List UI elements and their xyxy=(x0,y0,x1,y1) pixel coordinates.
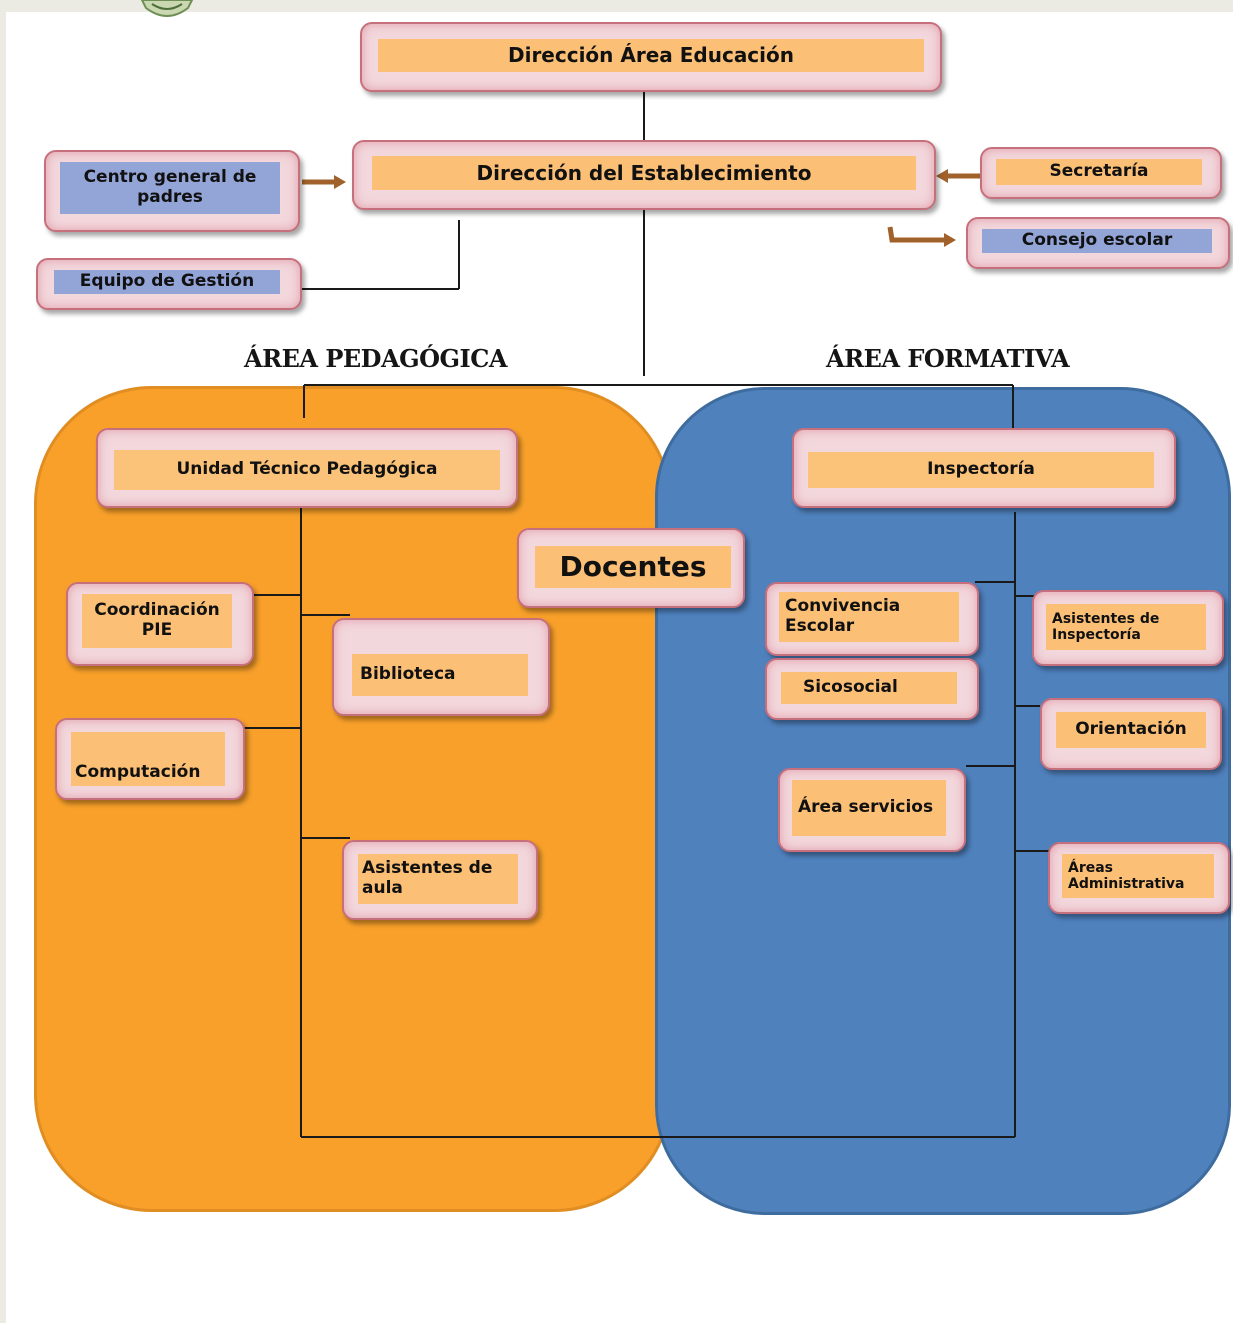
orientacion-box: Orientación xyxy=(1040,698,1222,770)
secretaria-label: Secretaría xyxy=(996,159,1202,185)
docentes-box: Docentes xyxy=(517,528,745,608)
coordinacion-pie-box: Coordinación PIE xyxy=(66,582,254,666)
direccion-establecimiento-label: Dirección del Establecimiento xyxy=(372,156,916,190)
consejo-escolar-label: Consejo escolar xyxy=(982,229,1212,253)
orientacion-label: Orientación xyxy=(1056,712,1206,748)
inspectoria-label: Inspectoría xyxy=(808,452,1154,488)
area-servicios-box: Área servicios xyxy=(778,768,966,852)
area-servicios-label: Área servicios xyxy=(792,780,946,836)
areas-administrativa-label: Áreas Administrativa xyxy=(1062,854,1214,898)
area-pedagogica-title: ÁREA PEDAGÓGICA xyxy=(244,344,507,373)
biblioteca-box: Biblioteca xyxy=(332,618,550,716)
sicosocial-box: Sicosocial xyxy=(765,658,979,720)
asistentes-inspectoria-box: Asistentes de Inspectoría xyxy=(1032,590,1224,666)
computacion-box: Computación xyxy=(55,718,245,800)
utp-box: Unidad Técnico Pedagógica xyxy=(96,428,518,508)
secretaria-box: Secretaría xyxy=(980,147,1222,199)
centro-padres-label: Centro general de padres xyxy=(60,162,280,214)
logo-seal xyxy=(140,0,194,17)
centro-padres-box: Centro general de padres xyxy=(44,150,300,232)
asistentes-inspectoria-label: Asistentes de Inspectoría xyxy=(1046,604,1206,650)
equipo-gestion-box: Equipo de Gestión xyxy=(36,258,302,310)
computacion-label: Computación xyxy=(71,732,225,786)
convivencia-escolar-box: Convivencia Escolar xyxy=(765,582,979,656)
asistentes-aula-box: Asistentes de aula xyxy=(342,840,538,920)
sicosocial-label: Sicosocial xyxy=(781,672,957,704)
docentes-label: Docentes xyxy=(535,546,731,588)
utp-label: Unidad Técnico Pedagógica xyxy=(114,450,500,490)
area-formativa-title: ÁREA FORMATIVA xyxy=(826,344,1070,373)
direccion-area-box: Dirección Área Educación xyxy=(360,22,942,92)
areas-administrativa-box: Áreas Administrativa xyxy=(1048,842,1230,914)
direccion-area-label: Dirección Área Educación xyxy=(378,39,924,72)
coordinacion-pie-label: Coordinación PIE xyxy=(82,594,232,648)
inspectoria-box: Inspectoría xyxy=(792,428,1176,508)
convivencia-escolar-label: Convivencia Escolar xyxy=(779,592,959,642)
direccion-establecimiento-box: Dirección del Establecimiento xyxy=(352,140,936,210)
asistentes-aula-label: Asistentes de aula xyxy=(358,854,518,904)
consejo-escolar-box: Consejo escolar xyxy=(966,217,1230,269)
equipo-gestion-label: Equipo de Gestión xyxy=(54,270,280,294)
biblioteca-label: Biblioteca xyxy=(352,654,528,696)
